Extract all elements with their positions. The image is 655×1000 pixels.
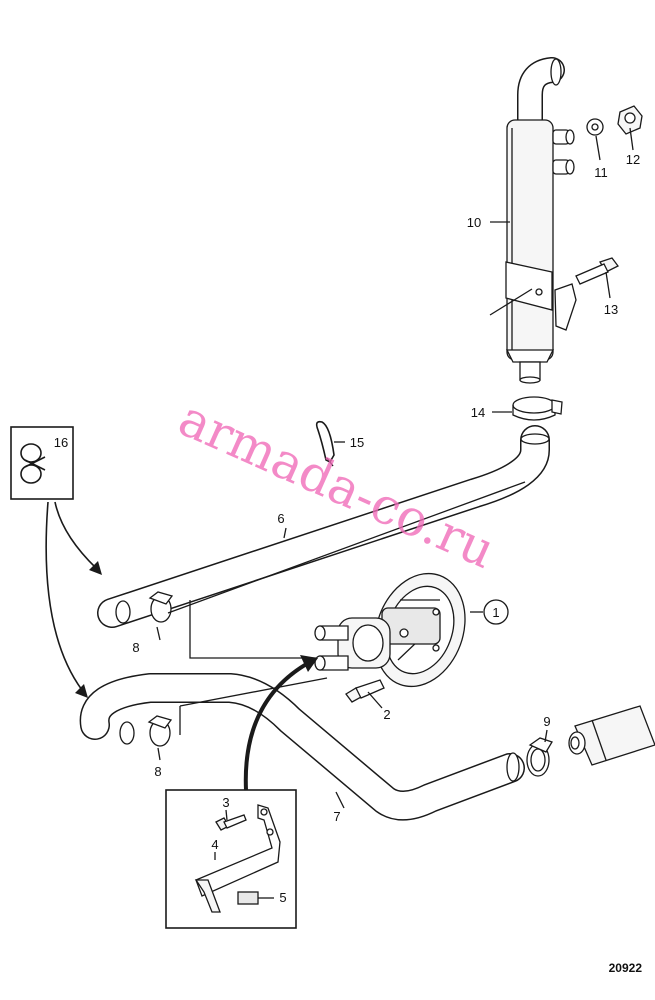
hose-lower: [79, 673, 525, 821]
callout-4: 4: [211, 837, 218, 852]
drawing-number: 20922: [609, 961, 643, 975]
pump-bolt: [345, 679, 385, 703]
connection-lines: [167, 288, 533, 735]
hex-nut: [617, 105, 643, 135]
callout-6: 6: [277, 511, 284, 526]
callout-12: 12: [626, 152, 640, 167]
callout-11: 11: [594, 165, 608, 180]
callout-2: 2: [383, 707, 390, 722]
callout-9: 9: [543, 714, 550, 729]
hose-clamp-left-lower: [147, 715, 173, 747]
leader-lines: [156, 127, 634, 899]
callout-10: 10: [467, 215, 481, 230]
callout-16: 16: [54, 435, 68, 450]
inset-box-bracket: [165, 789, 297, 929]
reference-arrows: [45, 501, 318, 791]
heat-exchanger: [505, 57, 577, 384]
callout-8-upper: 8: [132, 640, 139, 655]
callout-labels: 1 2 3 4 5 6 7 8 8 9 10 11 12 13 14 15 16: [54, 152, 640, 905]
callout-13: 13: [604, 302, 618, 317]
hose-clamp-right: [526, 737, 553, 777]
sea-water-pump: [314, 572, 466, 688]
callout-1: 1: [492, 605, 499, 620]
hose-clamp-left-upper: [148, 591, 174, 623]
bolt: [575, 257, 619, 285]
hose-clamp-upper: [512, 396, 563, 421]
callout-15: 15: [350, 435, 364, 450]
hose-clip: [315, 420, 335, 467]
callout-7: 7: [333, 809, 340, 824]
callout-8-lower: 8: [154, 764, 161, 779]
callout-3: 3: [222, 795, 229, 810]
callout-14: 14: [471, 405, 485, 420]
hose-upper: [97, 425, 550, 628]
callout-5: 5: [279, 890, 286, 905]
washer: [586, 118, 604, 136]
inset-box-clamp: [10, 426, 74, 500]
pipe-end: [568, 705, 655, 766]
